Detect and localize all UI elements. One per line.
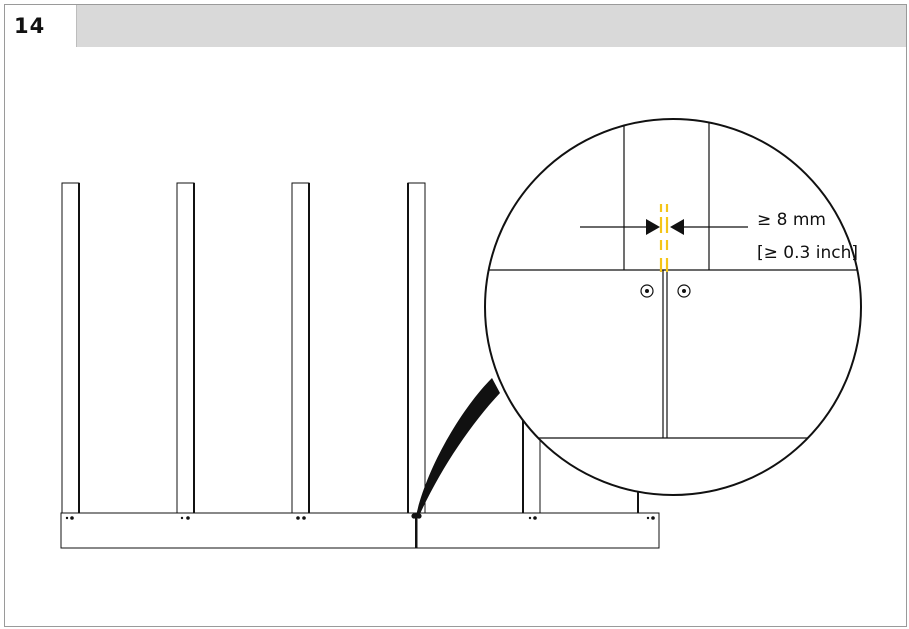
screw-head-right xyxy=(677,284,691,298)
dimension-label-metric: ≥ 8 mm xyxy=(757,210,826,230)
step-header-bar: 14 xyxy=(5,5,906,47)
dimension-arrows xyxy=(580,219,748,235)
detail-callout-connector xyxy=(416,378,500,516)
gap-marker xyxy=(659,204,669,272)
post-4 xyxy=(407,182,426,514)
screw-head-left xyxy=(640,284,654,298)
detail-view xyxy=(484,118,862,496)
dimension-label-imperial: [≥ 0.3 inch] xyxy=(757,243,858,263)
post-2 xyxy=(176,182,195,514)
base-rail-right xyxy=(416,512,660,549)
post-3 xyxy=(291,182,310,514)
base-rail-left xyxy=(60,512,418,549)
post-1 xyxy=(61,182,80,514)
step-number-box: 14 xyxy=(5,5,77,47)
step-number: 14 xyxy=(14,14,46,38)
